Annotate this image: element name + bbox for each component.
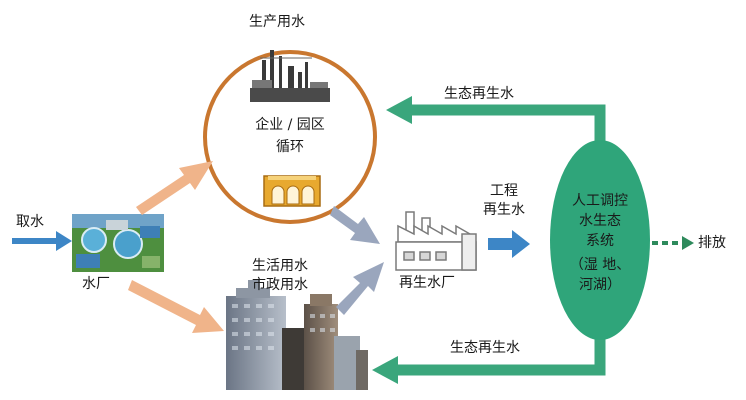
enterprise-park-label-line2: 循环: [276, 139, 304, 155]
wetland-label-line4: （湿 地、: [569, 257, 631, 273]
wetland-label-line1: 人工调控: [572, 193, 628, 209]
reclaimed-to-wetland-arrow: [488, 230, 530, 258]
discharge-arrow: [652, 236, 694, 250]
plant-to-city-arrow: [128, 280, 224, 333]
engineering-label: 工程: [490, 183, 518, 199]
discharge-label: 排放: [698, 235, 726, 251]
city-to-reclaimed-arrow: [336, 262, 384, 315]
wetland-label-line3: 系统: [586, 233, 614, 249]
enterprise-park-label-line1: 企业 / 园区: [255, 117, 325, 133]
reclaimed-water-plant-icon: [395, 211, 477, 271]
factory-icon: [250, 50, 330, 102]
eco-reclaimed-top-label: 生态再生水: [444, 86, 514, 102]
engineering-reclaimed-label: 再生水: [483, 202, 525, 218]
wetland-ecosystem-ellipse: [550, 140, 650, 340]
city-skyline-icon: [226, 280, 368, 390]
eco-return-arrowhead-top: [386, 96, 412, 124]
plant-to-enterprise-arrow: [136, 161, 213, 215]
water-treatment-plant-photo: [72, 214, 164, 272]
municipal-water-label: 市政用水: [252, 277, 308, 293]
enterprise-to-reclaimed-arrow: [330, 206, 380, 244]
wetland-label-line5: 河湖）: [579, 277, 621, 293]
eco-return-arrowhead-bottom: [372, 356, 398, 384]
production-water-label: 生产用水: [249, 14, 305, 30]
domestic-water-label: 生活用水: [252, 258, 308, 274]
intake-arrow: [12, 231, 72, 251]
wetland-label-line2: 水生态: [579, 213, 621, 229]
enterprise-park-circle: [203, 50, 377, 224]
water-plant-label: 水厂: [82, 276, 110, 292]
eco-return-arrow-top: [410, 104, 606, 150]
water-intake-label: 取水: [16, 214, 44, 230]
eco-reclaimed-bottom-label: 生态再生水: [450, 340, 520, 356]
industrial-building-icon: [263, 175, 321, 207]
eco-return-arrow-bottom: [396, 330, 606, 376]
reclaimed-plant-label: 再生水厂: [399, 275, 455, 291]
